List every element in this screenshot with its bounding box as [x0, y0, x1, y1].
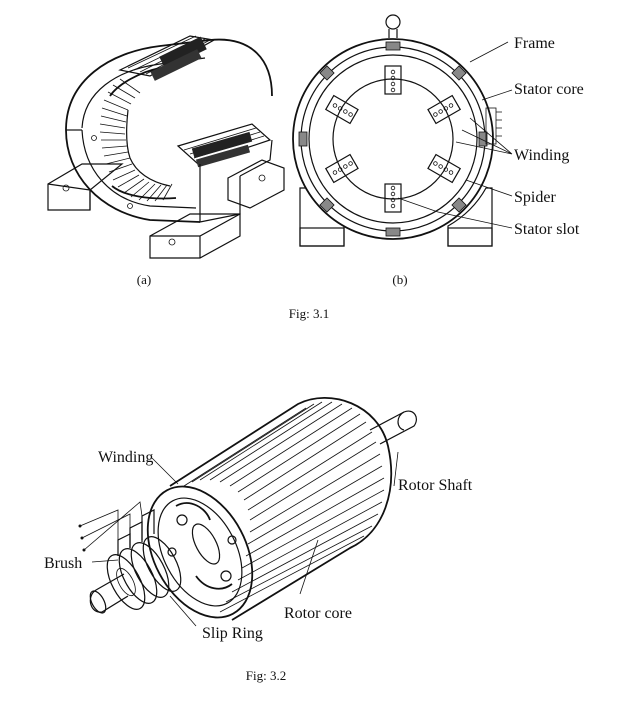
label-stator-core: Stator core	[514, 81, 584, 98]
rotor-illustration	[78, 397, 417, 627]
label-winding-rotor: Winding	[98, 449, 153, 466]
figure-3-1-caption: Fig: 3.1	[289, 306, 329, 321]
stator-cutaway-illustration	[47, 35, 285, 259]
figure-3-2-caption: Fig: 3.2	[246, 668, 286, 683]
label-stator-slot: Stator slot	[514, 221, 580, 238]
label-slip-ring: Slip Ring	[202, 625, 263, 642]
stator-cross-section-illustration	[292, 14, 513, 247]
label-winding-stator: Winding	[514, 147, 569, 164]
label-frame: Frame	[514, 35, 555, 52]
label-rotor-shaft: Rotor Shaft	[398, 477, 473, 494]
label-spider: Spider	[514, 189, 556, 206]
subfigure-a-label: (a)	[137, 272, 151, 287]
label-brush: Brush	[44, 555, 82, 572]
label-rotor-core: Rotor core	[284, 605, 352, 622]
subfigure-b-label: (b)	[392, 272, 407, 287]
